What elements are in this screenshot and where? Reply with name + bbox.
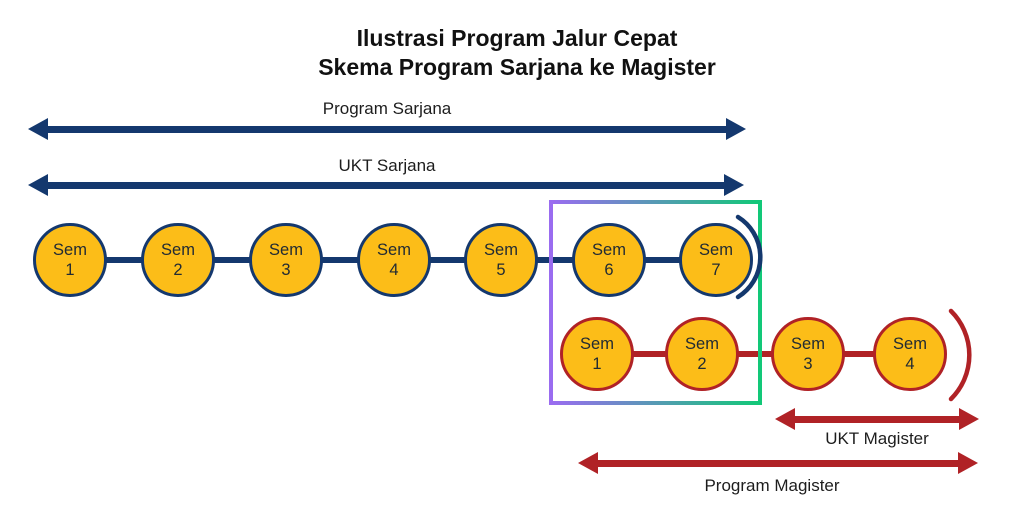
page-title: Ilustrasi Program Jalur Cepat Skema Prog… <box>0 24 1024 82</box>
arrow-right-head-icon <box>959 408 979 430</box>
title-line-1: Ilustrasi Program Jalur Cepat <box>356 25 678 51</box>
arrow-left-head-icon <box>28 174 48 196</box>
program-sarjana-label: Program Sarjana <box>322 99 452 118</box>
arrow-left-head-icon <box>578 452 598 474</box>
ukt-magister-arrow <box>775 408 979 430</box>
arrow-right-head-icon <box>958 452 978 474</box>
arrow-left-head-icon <box>28 118 48 140</box>
title-line-2: Skema Program Sarjana ke Magister <box>318 54 716 80</box>
arrow-left-head-icon <box>775 408 795 430</box>
ukt-sarjana-label: UKT Sarjana <box>338 156 436 175</box>
ukt-magister-label: UKT Magister <box>825 429 929 448</box>
program-magister-label: Program Magister <box>704 476 840 495</box>
magister-continuation-arc <box>948 308 972 402</box>
arrow-right-head-icon <box>726 118 746 140</box>
program-sarjana-arrow <box>28 118 746 140</box>
program-magister-arrow <box>578 452 978 474</box>
ukt-sarjana-arrow <box>28 174 744 196</box>
arrow-right-head-icon <box>724 174 744 196</box>
